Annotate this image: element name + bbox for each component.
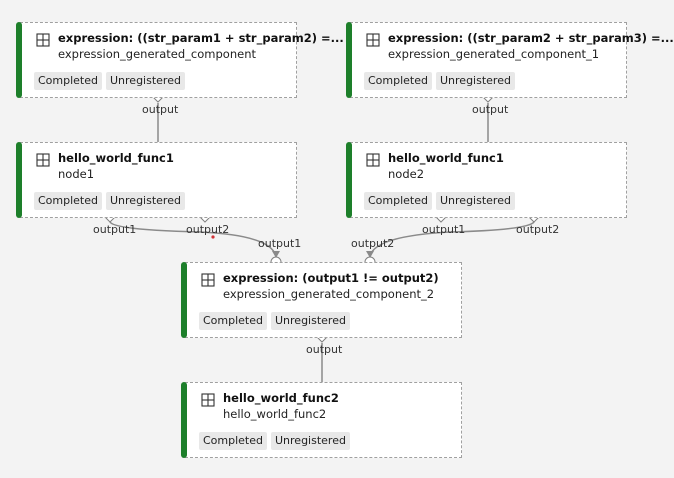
registration-badge: Unregistered [271,432,350,450]
status-bar [181,382,187,458]
status-badge: Completed [34,192,102,210]
status-badge: Completed [199,432,267,450]
status-bar [181,262,187,338]
status-badge: Completed [34,72,102,90]
status-badge: Completed [199,312,267,330]
status-bar [346,142,352,218]
port-label-node1-output2: output2 [186,223,230,236]
arrowhead-output1 [272,251,280,258]
port-label-expr3-input2: output2 [351,237,395,250]
status-bar [16,142,22,218]
port-label-node2-output1: output1 [422,223,466,236]
registration-badge: Unregistered [436,192,515,210]
node-title: expression: ((str_param1 + str_param2) =… [58,31,344,45]
node-title: hello_world_func2 [223,391,339,405]
node-title: hello_world_func1 [388,151,504,165]
badge-row: Completed Unregistered [199,432,350,450]
port-label-expr3-input1: output1 [258,237,302,250]
node-subtitle: node2 [388,167,425,181]
node-hello-world-func1-node1[interactable]: hello_world_func1 node1 Completed Unregi… [16,142,297,218]
badge-row: Completed Unregistered [364,72,515,90]
node-expression-component[interactable]: expression: ((str_param1 + str_param2) =… [16,22,344,98]
node-hello-world-func2[interactable]: hello_world_func2 hello_world_func2 Comp… [181,382,462,458]
port-label-expr2-output: output [472,103,509,116]
node-subtitle: node1 [58,167,95,181]
node-expression-component-2[interactable]: expression: (output1 != output2) express… [181,262,462,338]
port-marker-dot [211,235,215,239]
node-subtitle: hello_world_func2 [223,407,327,421]
node-subtitle: expression_generated_component [58,47,256,61]
node-subtitle: expression_generated_component_1 [388,47,600,61]
port-label-expr3-output: output [306,343,343,356]
component-grid-icon [366,153,380,167]
port-label-node1-output1: output1 [93,223,137,236]
edge-node1-output1-to-expr3 [109,221,277,257]
port-label-node2-output2: output2 [516,223,560,236]
component-grid-icon [36,153,50,167]
component-grid-icon [201,393,215,407]
badge-row: Completed Unregistered [364,192,515,210]
node-title: expression: (output1 != output2) [223,271,439,285]
status-bar [346,22,352,98]
component-grid-icon [366,33,380,47]
registration-badge: Unregistered [106,192,185,210]
badge-row: Completed Unregistered [34,192,185,210]
status-bar [16,22,22,98]
registration-badge: Unregistered [106,72,185,90]
component-grid-icon [36,33,50,47]
arrowhead-output2 [366,251,374,258]
badge-row: Completed Unregistered [34,72,185,90]
node-hello-world-func1-node2[interactable]: hello_world_func1 node2 Completed Unregi… [346,142,627,218]
registration-badge: Unregistered [436,72,515,90]
registration-badge: Unregistered [271,312,350,330]
badge-row: Completed Unregistered [199,312,350,330]
status-badge: Completed [364,192,432,210]
status-badge: Completed [364,72,432,90]
node-subtitle: expression_generated_component_2 [223,287,435,301]
edge-node2-output2-to-expr3 [369,221,535,257]
node-title: hello_world_func1 [58,151,174,165]
component-grid-icon [201,273,215,287]
node-title: expression: ((str_param2 + str_param3) =… [388,31,674,45]
node-expression-component-1[interactable]: expression: ((str_param2 + str_param3) =… [346,22,674,98]
port-label-expr1-output: output [142,103,179,116]
